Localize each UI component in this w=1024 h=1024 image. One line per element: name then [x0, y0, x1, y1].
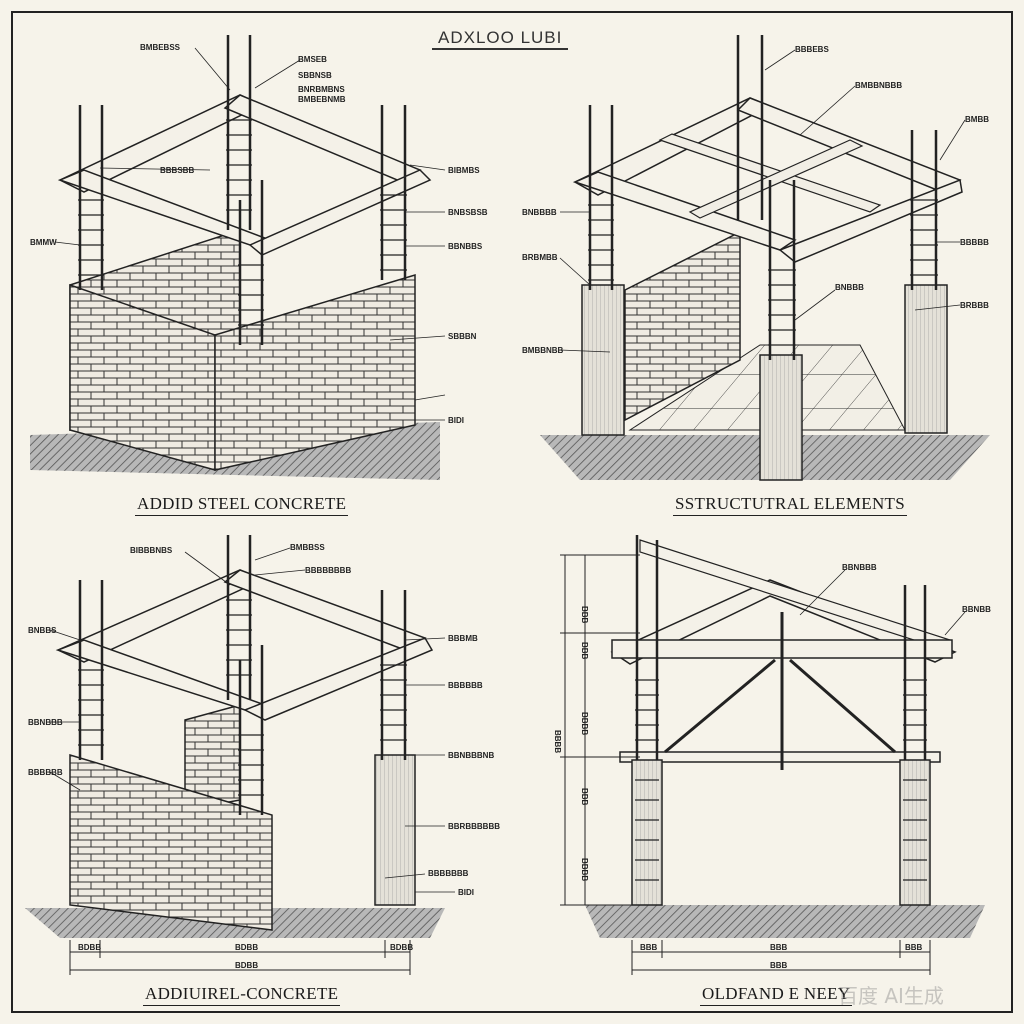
concrete-column	[904, 284, 948, 434]
callout: BIBBBNBS	[130, 546, 173, 555]
svg-text:BBB: BBB	[580, 606, 589, 624]
rebar-columns	[635, 535, 927, 760]
callout: BMSEB	[298, 55, 327, 64]
svg-text:BBBB: BBBB	[580, 712, 589, 735]
dimension-label: BDBB	[235, 961, 258, 970]
rebar-ties	[635, 679, 927, 881]
svg-text:BBB: BBB	[580, 642, 589, 660]
dimension-label: BDBB	[390, 943, 413, 952]
leader-lines	[49, 547, 455, 893]
callout: BRBMBB	[522, 253, 558, 262]
beam	[223, 569, 427, 651]
callout-labels: BIBBBNBS BMBBSS BBBBBBBB BNBBS BBNBBB BB…	[28, 543, 500, 897]
beam	[248, 169, 432, 256]
panel-top-right: BBBEBS BMBBNBBB BMBB BNBBBB BRBMBB BNBBB…	[522, 35, 990, 481]
panel-caption-top-left: ADDID STEEL CONCRETE	[135, 494, 349, 516]
vertical-dimension-labels: BBB BBB BBBB BBBB BBB BBBB	[553, 606, 589, 881]
panel-top-left: BMBEBSS BMSEB SBBNSB BNRBMBNS BMBEBNMB B…	[30, 35, 488, 480]
rebar-ties	[78, 119, 407, 326]
callout: BBNBBB	[842, 563, 877, 572]
vertical-dimension-lines	[560, 554, 640, 906]
svg-text:BBBB: BBBB	[580, 858, 589, 881]
rebar-columns	[78, 35, 407, 345]
watermark: 百度 AI生成	[838, 984, 944, 1008]
callout: BBBBBB	[448, 681, 483, 690]
callout: BIBMBS	[448, 166, 480, 175]
rebar-ties	[588, 199, 938, 346]
concrete-column	[899, 759, 931, 906]
brick-wall	[624, 230, 741, 422]
concrete-column	[631, 759, 663, 906]
dimension-lines	[631, 940, 931, 975]
beam	[223, 94, 422, 183]
callout: BMBBNBBB	[855, 81, 902, 90]
callout: BBBMB	[448, 634, 478, 643]
ground-hatch	[585, 905, 985, 938]
panel-caption-bottom-right: OLDFAND E NEEY	[700, 984, 853, 1006]
callout: BIDI	[448, 416, 464, 425]
joist	[658, 133, 882, 213]
callout: BBBBBBBB	[305, 566, 351, 575]
callout: BBBBB	[960, 238, 989, 247]
dimension-label: BBB	[905, 943, 923, 952]
leader-lines	[799, 569, 966, 636]
callout: SBBNSB	[298, 71, 332, 80]
callout-labels: BMBEBSS BMSEB SBBNSB BNRBMBNS BMBEBNMB B…	[30, 43, 488, 425]
leader-lines	[559, 49, 966, 353]
dimension-label: BDBB	[235, 943, 258, 952]
concrete-column	[581, 284, 625, 436]
callout: BBNBBB	[28, 718, 63, 727]
panel-bottom-left: BIBBBNBS BMBBSS BBBBBBBB BNBBS BBNBBB BB…	[25, 535, 500, 975]
callout: BNBBB	[835, 283, 864, 292]
joist	[688, 139, 864, 219]
callout: BBNBBS	[448, 242, 483, 251]
callout: BMBBSS	[290, 543, 325, 552]
callout: BBNBBBNB	[448, 751, 494, 760]
svg-text:BBBB: BBBB	[553, 730, 562, 753]
callout: BNBBBB	[522, 208, 557, 217]
callout: BBBSBB	[160, 166, 194, 175]
concrete-column	[759, 354, 803, 481]
callout: BNRBMBNS	[298, 85, 345, 94]
callout: BMBEBNMB	[298, 95, 346, 104]
callout: BNBBS	[28, 626, 57, 635]
svg-text:BBB: BBB	[580, 788, 589, 806]
truss-members	[664, 612, 896, 770]
dimension-label: BBB	[640, 943, 658, 952]
beam	[778, 178, 963, 263]
callout: BMMW	[30, 238, 57, 247]
callout: BMBB	[965, 115, 989, 124]
callout: BRBBB	[960, 301, 989, 310]
rebar-ties	[78, 599, 407, 796]
beam	[243, 637, 434, 721]
dimension-label: BBB	[770, 961, 788, 970]
callout-labels: BBBEBS BMBBNBBB BMBB BNBBBB BRBMBB BNBBB…	[522, 45, 989, 355]
callout: BMBEBSS	[140, 43, 181, 52]
dimension-label: BDBB	[78, 943, 101, 952]
panel-caption-top-right: SSTRUCTUTRAL ELEMENTS	[673, 494, 907, 516]
callout: BBRBBBBBB	[448, 822, 500, 831]
leader-lines	[54, 47, 446, 421]
panel-caption-bottom-left: ADDIUIREL-CONCRETE	[143, 984, 341, 1006]
callout: BBBEBS	[795, 45, 829, 54]
callout: BNBSBSB	[448, 208, 488, 217]
concrete-column	[374, 754, 416, 906]
dimension-lines	[69, 940, 411, 975]
callout: BBBBBB	[28, 768, 63, 777]
sheet-border	[11, 11, 1013, 1013]
beam	[57, 169, 273, 246]
brick-wall-front	[69, 753, 273, 931]
sheet-title: ADXLOO LUBI	[432, 28, 569, 50]
callout: BMBBNBB	[522, 346, 564, 355]
lower-beam	[619, 751, 941, 763]
panel-bottom-right: BBB BBB BBBB BBBB BBB BBBB BBNBBB BBNBB …	[553, 535, 991, 975]
callout: BBNBB	[962, 605, 991, 614]
brick-wall-front	[214, 273, 416, 471]
callout: SBBBN	[448, 332, 477, 341]
dimension-label: BBB	[770, 943, 788, 952]
callout: BIDI	[458, 888, 474, 897]
callout: BBBBBBB	[428, 869, 469, 878]
